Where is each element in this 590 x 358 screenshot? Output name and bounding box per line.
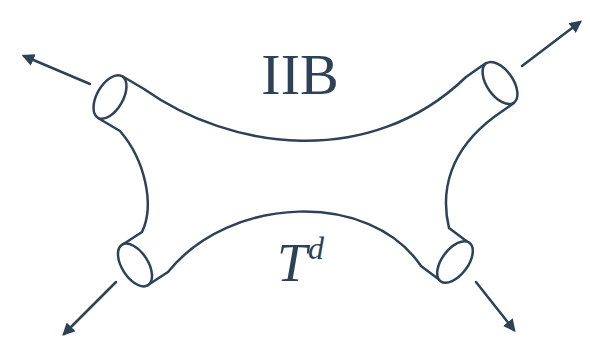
outgoing-arrow bbox=[64, 282, 116, 334]
outgoing-arrow bbox=[522, 22, 580, 66]
tube-opening bbox=[111, 238, 159, 292]
dimension-superscript: d bbox=[308, 232, 324, 264]
surface-edge bbox=[446, 103, 514, 243]
tube-opening bbox=[476, 56, 525, 110]
outgoing-arrow bbox=[476, 282, 514, 330]
tube-opening bbox=[430, 235, 480, 289]
surface-edge bbox=[98, 118, 148, 245]
tube-opening bbox=[87, 70, 134, 125]
theory-label: IIB bbox=[261, 46, 338, 104]
outgoing-arrow bbox=[24, 56, 90, 84]
torus-label: T bbox=[277, 236, 307, 290]
